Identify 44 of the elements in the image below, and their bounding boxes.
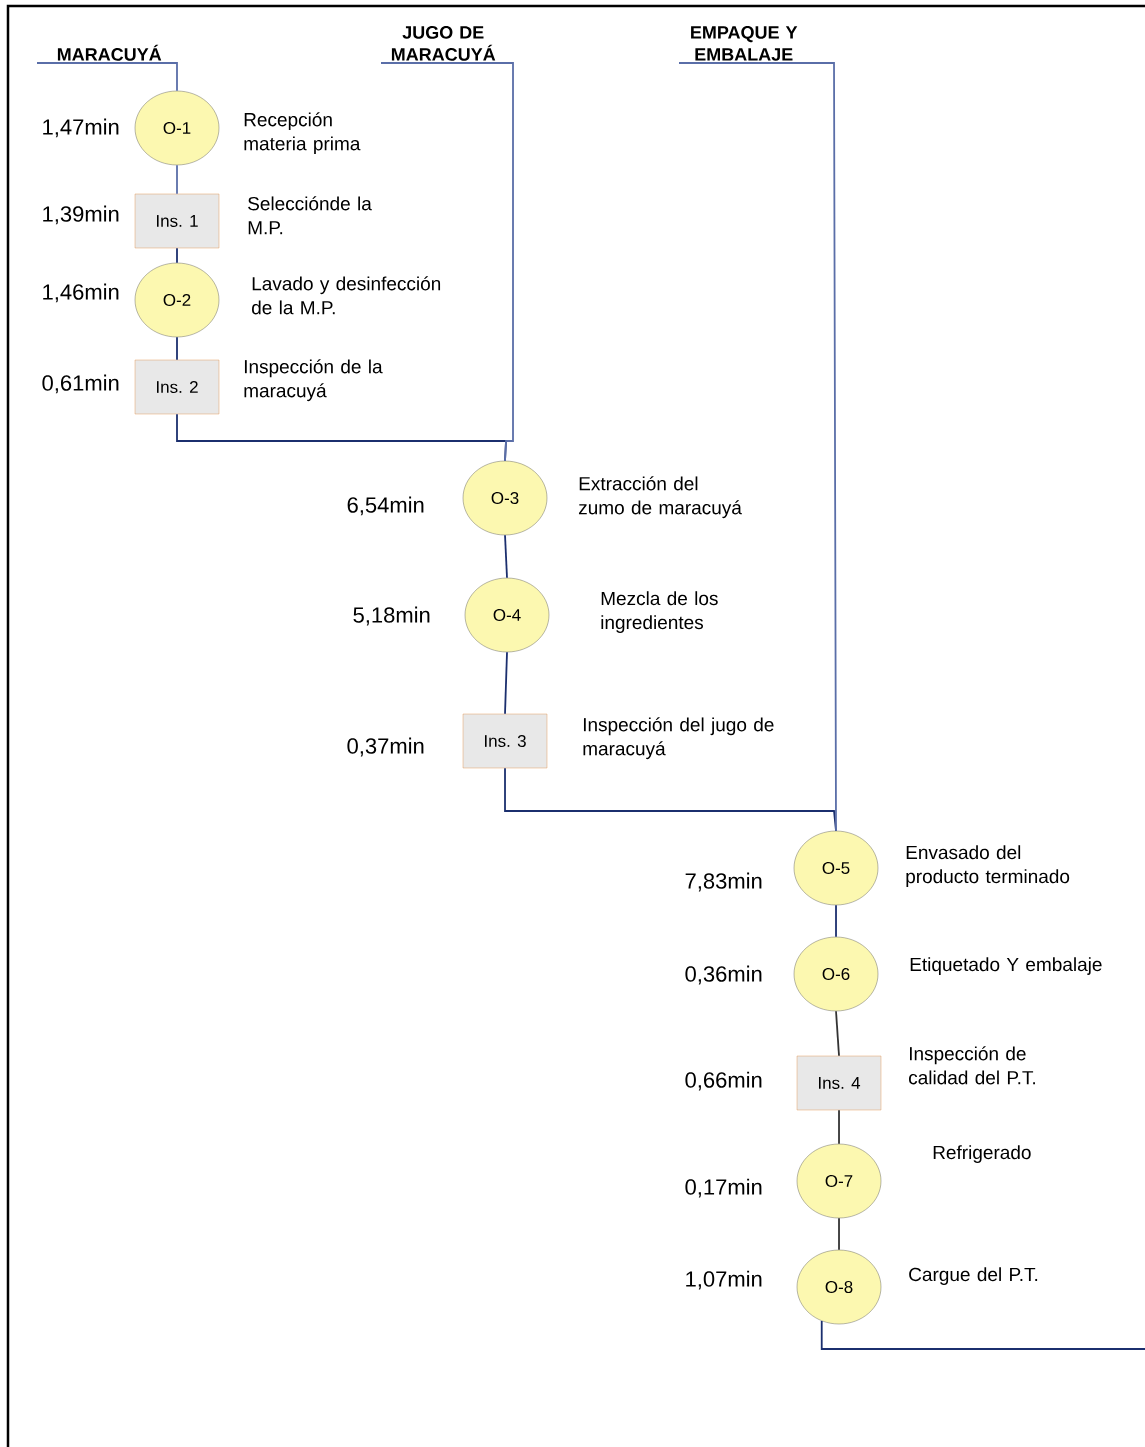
connector-line [838, 1217, 840, 1251]
inspection-box: Ins. 3 [462, 713, 548, 769]
step-description: Mezcla de los ingredientes [601, 591, 718, 633]
connector-line [504, 651, 508, 715]
step-description: Lavado y desinfección de la M.P. [252, 276, 441, 315]
inspection-box: Ins. 2 [134, 359, 220, 415]
step-description: Inspección de la maracuyá [244, 359, 383, 402]
step-description: Extracción del zumo de maracuyá [579, 476, 742, 519]
time-label: 0,36min [685, 965, 762, 985]
step-description: Envasado del producto terminado [906, 845, 1070, 887]
time-label: 1,46min [43, 283, 119, 303]
step-description: Inspección de calidad del P.T. [909, 1046, 1035, 1085]
step-description: Recepción materia prima [244, 112, 361, 155]
time-label: 6,54min [347, 496, 424, 516]
time-label: 1,07min [686, 1270, 762, 1290]
time-label: 1,47min [43, 118, 119, 138]
connector-line [835, 1010, 840, 1057]
column-heading: JUGO DE MARACUYÁ [391, 26, 496, 61]
connector-line [380, 62, 514, 462]
connector-line [176, 336, 178, 361]
time-label: 0,66min [685, 1071, 762, 1091]
connector-line [504, 534, 508, 579]
column-heading: EMPAQUE Y EMBALAJE [691, 26, 798, 61]
step-description: Etiquetado Y embalaje [910, 957, 1102, 975]
connector-line [838, 1109, 840, 1145]
inspection-box: Ins. 1 [134, 193, 220, 249]
time-label: 1,39min [43, 205, 119, 225]
connector-line [176, 247, 178, 264]
inspection-box: Ins. 4 [796, 1055, 882, 1111]
step-description: Refrigerado [933, 1145, 1031, 1163]
step-description: Selecciónde la M.P. [248, 196, 372, 235]
connector-line [678, 62, 837, 832]
column-heading: MARACUYÁ [57, 44, 162, 61]
connector-line [176, 164, 178, 195]
connector-line [820, 1320, 1145, 1350]
connector-line [835, 904, 837, 938]
step-description: Inspección del jugo de maracuyá [583, 717, 774, 760]
step-description: Cargue del P.T. [909, 1267, 1038, 1285]
time-label: 5,18min [353, 606, 430, 626]
time-label: 0,17min [685, 1178, 762, 1198]
time-label: 0,37min [347, 737, 424, 757]
time-label: 7,83min [685, 872, 762, 892]
connector-line [36, 62, 178, 92]
time-label: 0,61min [42, 374, 119, 394]
